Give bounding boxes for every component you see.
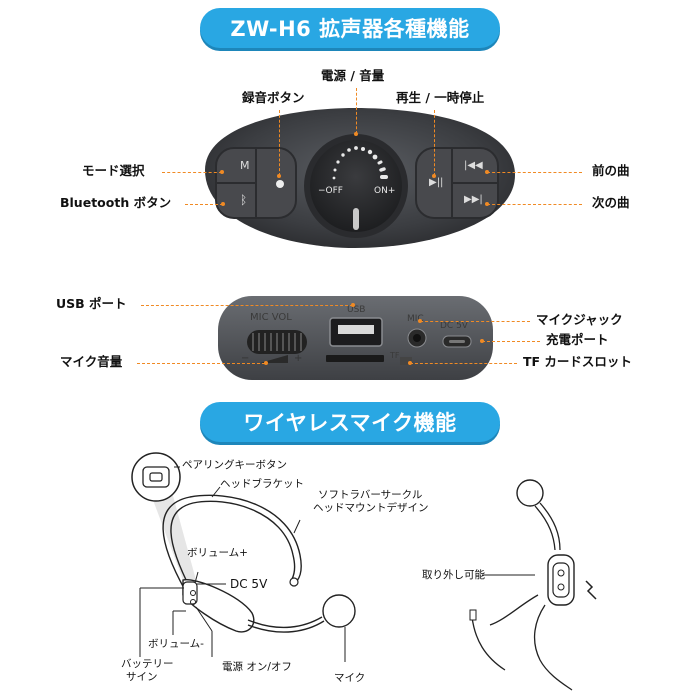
knob-on-text: ON [374,186,388,196]
detachable-label: 取り外し可能 [422,569,485,581]
vol-minus-icon: − [241,353,250,364]
charge-port-label: 充電ポート [546,332,609,347]
tf-slot-label: TF カードスロット [523,354,632,369]
printed-tf: TF [390,351,400,360]
soft-rubber-label: ソフトラバーサークル [318,489,423,501]
volume-plus-label: ボリューム+ [187,547,248,559]
record-button[interactable] [276,180,284,188]
headset-mic-illustration [131,452,597,691]
bluetooth-button-label: Bluetooth ボタン [60,195,172,210]
next-track-icon[interactable]: ▶▶| [464,194,483,205]
volume-minus-label: ボリューム- [148,638,204,650]
play-pause-label: 再生 / 一時停止 [396,90,485,105]
mode-select-label: モード選択 [82,163,145,178]
prev-track-label: 前の曲 [592,163,630,178]
power-volume-label: 電源 / 音量 [321,68,385,83]
port-panel-illustration [218,296,493,380]
head-bracket-label: ヘッドブラケット [220,478,304,490]
printed-dc5v: DC 5V [440,321,468,331]
wireless-mic-section [0,395,700,700]
record-button-label: 録音ボタン [242,90,305,105]
pairing-key-label: ペアリングキーボタン [182,459,287,471]
printed-mic: MIC [407,314,424,324]
dc5v-mic-label: DC 5V [230,577,268,591]
printed-mic-vol: MIC VOL [250,312,292,323]
mode-button[interactable]: M [240,159,250,172]
mic-volume-label: マイク音量 [60,354,123,369]
prev-track-icon[interactable]: |◀◀ [464,160,483,171]
speaker-features-banner: ZW-H6 拡声器各種機能 [200,8,500,48]
knob-off-text: OFF [325,186,343,196]
mic-jack-label: マイクジャック [536,312,623,327]
play-pause-icon[interactable]: ▶|| [429,177,444,188]
control-panel-illustration [205,108,515,248]
volume-scale [332,146,388,180]
mic-label: マイク [334,672,366,684]
power-onoff-label: 電源 オン/オフ [222,661,292,673]
plus-icon: + [387,186,396,196]
printed-usb: USB [347,305,366,315]
minus-icon: − [318,186,326,196]
wireless-mic-banner: ワイヤレスマイク機能 [200,402,500,442]
battery-sign-label-2: サイン [126,671,158,683]
battery-sign-label-1: バッテリー [121,658,174,670]
head-mount-label: ヘッドマウントデザイン [313,502,429,514]
usb-port-label: USB ポート [56,296,127,311]
bluetooth-icon[interactable]: ᛒ [240,193,248,207]
vol-plus-icon: + [294,353,303,364]
next-track-label: 次の曲 [592,195,630,210]
